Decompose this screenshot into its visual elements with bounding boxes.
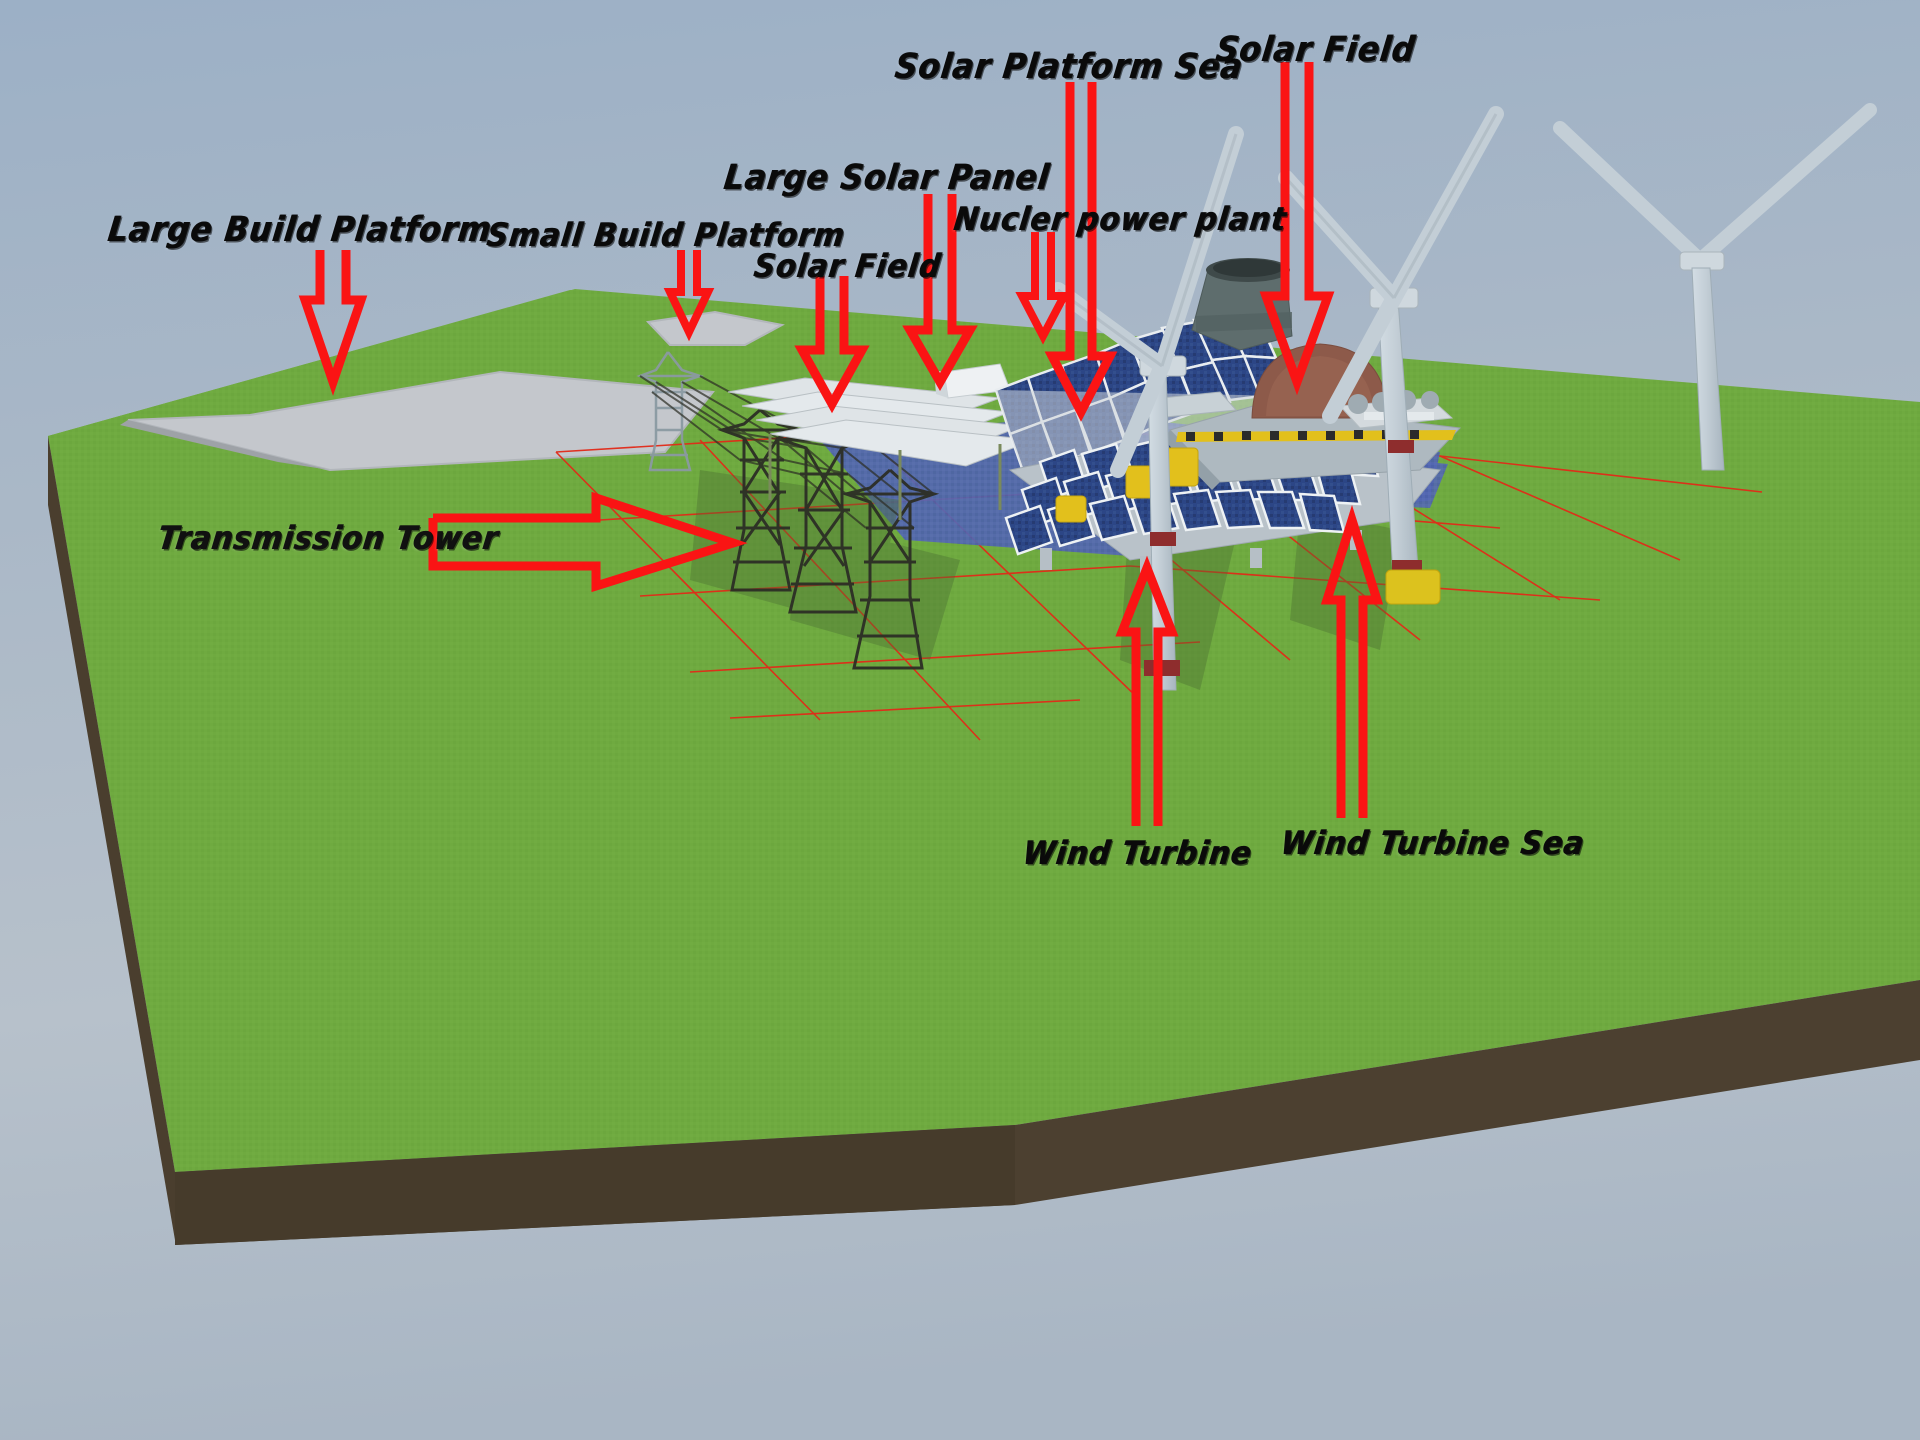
label-wind-turbine[interactable]: Wind Turbine [1020, 833, 1254, 873]
distant-turbine-blade [1553, 103, 1877, 267]
large-build-platform-shape-b [120, 420, 330, 470]
wind-turbine-sea-structure [1278, 106, 1504, 605]
arrow-transmission-tower [428, 491, 748, 593]
label-large-solar-panel[interactable]: Large Solar Panel [721, 157, 1052, 199]
arrow-small-build-platform [663, 250, 715, 342]
arrow-nucler-power-plant [1015, 232, 1071, 345]
label-solar-field-left[interactable]: Solar Field [751, 246, 944, 286]
terrain-dirt-edge-left [48, 436, 175, 1240]
distant-turbine-nacelle [1679, 251, 1725, 271]
terrain-grass-top-main [48, 289, 1920, 1172]
label-transmission-tower[interactable]: Transmission Tower [155, 518, 501, 558]
cooling-tower [1191, 258, 1293, 351]
arrow-large-solar-panel [902, 194, 978, 392]
distant-turbine-tower [1691, 267, 1725, 471]
arrow-large-build-platform [298, 250, 368, 396]
wind-turbine-land [1050, 126, 1244, 691]
label-solar-platform-sea[interactable]: Solar Platform Sea [892, 46, 1246, 88]
arrow-wind-turbine [1115, 555, 1179, 826]
label-wind-turbine-sea[interactable]: Wind Turbine Sea [1278, 823, 1587, 863]
label-large-build-platform[interactable]: Large Build Platform [105, 209, 494, 251]
label-nucler-power-plant[interactable]: Nucler power plant [951, 199, 1289, 239]
solar-field-ground-array [727, 363, 1035, 520]
arrow-solar-field-left [794, 276, 870, 414]
arrow-wind-turbine-sea [1320, 504, 1384, 818]
arrow-solar-field-right [1259, 62, 1335, 396]
terrain-dirt-edge-front-2 [175, 1125, 1015, 1245]
label-solar-field-right[interactable]: Solar Field [1213, 29, 1418, 71]
arrow-solar-platform-sea [1044, 82, 1118, 422]
annotation-arrows [298, 62, 1384, 826]
